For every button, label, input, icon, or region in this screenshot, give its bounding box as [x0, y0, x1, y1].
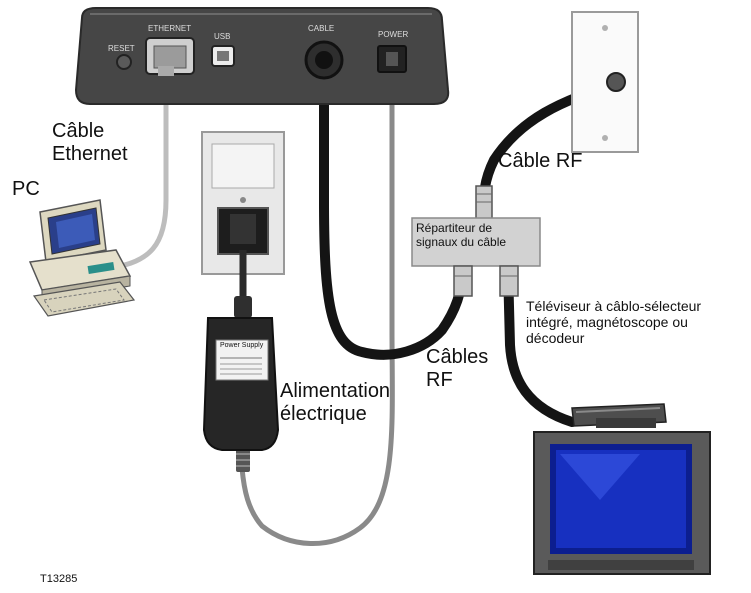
- rf-cables-label: Câbles RF: [426, 346, 488, 392]
- power-supply-label-line1: Alimentation: [280, 380, 391, 402]
- pc-label: PC: [12, 178, 40, 200]
- tv-label-line1: Téléviseur à câblo-sélecteur: [526, 298, 702, 314]
- figure-id: T13285: [40, 573, 78, 585]
- ethernet-cable-label-line2: Ethernet: [52, 143, 128, 165]
- cable-modem: [74, 7, 450, 105]
- power-supply-label: Alimentation électrique: [280, 380, 390, 426]
- rf-cable-modem: [319, 57, 468, 360]
- cord-strain-relief: [234, 296, 252, 472]
- pc-computer: [28, 199, 136, 317]
- splitter-label-line1: Répartiteur de: [416, 221, 493, 235]
- ethernet-cable-label-line1: Câble: [52, 120, 105, 142]
- rf-cables-label-line1: Câbles: [426, 346, 489, 368]
- power-supply-sticker-text: Power Supply: [220, 342, 264, 349]
- power-supply: [202, 317, 280, 451]
- cable-port-label: CABLE: [308, 24, 335, 33]
- usb-port-label: USB: [214, 32, 231, 41]
- rf-cable-tv: [503, 263, 577, 427]
- tv-label-line3: décodeur: [526, 330, 585, 347]
- tv-label-line2: intégré, magnétoscope ou: [526, 314, 688, 331]
- power-cord: [239, 57, 395, 546]
- television: [533, 403, 711, 575]
- reset-port-label: RESET: [108, 44, 135, 53]
- power-supply-label-line2: électrique: [280, 403, 367, 425]
- cable-splitter: [411, 185, 541, 297]
- splitter-label: Répartiteur de signaux du câble: [416, 221, 507, 250]
- wall-coax-outlet: [571, 11, 639, 153]
- power-port-label: POWER: [378, 30, 409, 39]
- splitter-label-line2: signaux du câble: [416, 234, 507, 249]
- rf-cables-label-line2: RF: [426, 369, 453, 391]
- reset-button: [116, 54, 132, 70]
- ethernet-port-label: ETHERNET: [148, 24, 192, 33]
- tv-label: Téléviseur à câblo-sélecteur intégré, ma…: [526, 298, 701, 346]
- rf-cable-label: Câble RF: [498, 150, 583, 172]
- ethernet-cable-label: Câble Ethernet: [52, 120, 128, 166]
